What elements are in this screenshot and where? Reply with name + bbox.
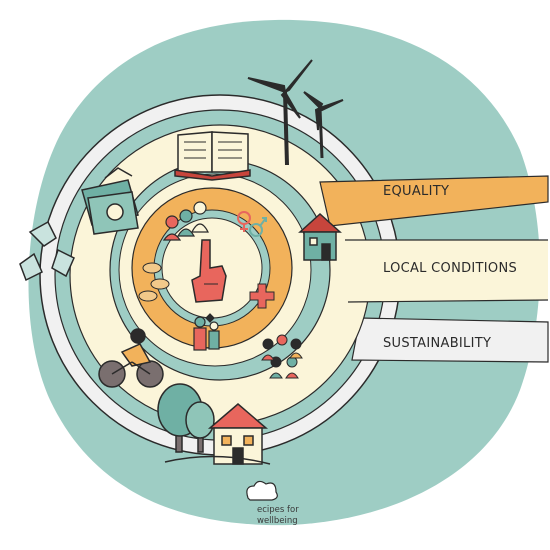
local-conditions-band-bottom (347, 299, 549, 303)
chef-hat-icon (246, 480, 278, 501)
medical-cross-icon (249, 283, 275, 309)
cottage-icon (164, 403, 271, 465)
cyclist-icon (98, 328, 164, 388)
wind-turbine-icon (247, 59, 344, 166)
open-book-icon (174, 131, 251, 181)
equality-band (319, 175, 549, 227)
local-conditions-band (340, 240, 548, 302)
house-icon (298, 212, 342, 261)
community-icon (261, 334, 303, 379)
money-icon (81, 167, 139, 235)
sustainability-band (351, 317, 549, 363)
trees-icon (157, 383, 215, 453)
coins-icon (138, 262, 170, 302)
gender-symbols-icon (237, 211, 267, 237)
recycle-icon (19, 220, 75, 282)
logo-line1: ecipes for (257, 505, 299, 515)
people-group-icon (162, 201, 209, 241)
recipes-for-wellbeing-logo: ecipes for wellbeing (246, 480, 299, 526)
sustainability-label: SUSTAINABILITY (383, 336, 491, 351)
raised-finger-hand-icon (191, 239, 227, 303)
equality-label: EQUALITY (383, 184, 449, 199)
local-conditions-label: LOCAL CONDITIONS (383, 261, 517, 276)
logo-line2: wellbeing (257, 516, 298, 526)
family-icon (193, 313, 220, 351)
